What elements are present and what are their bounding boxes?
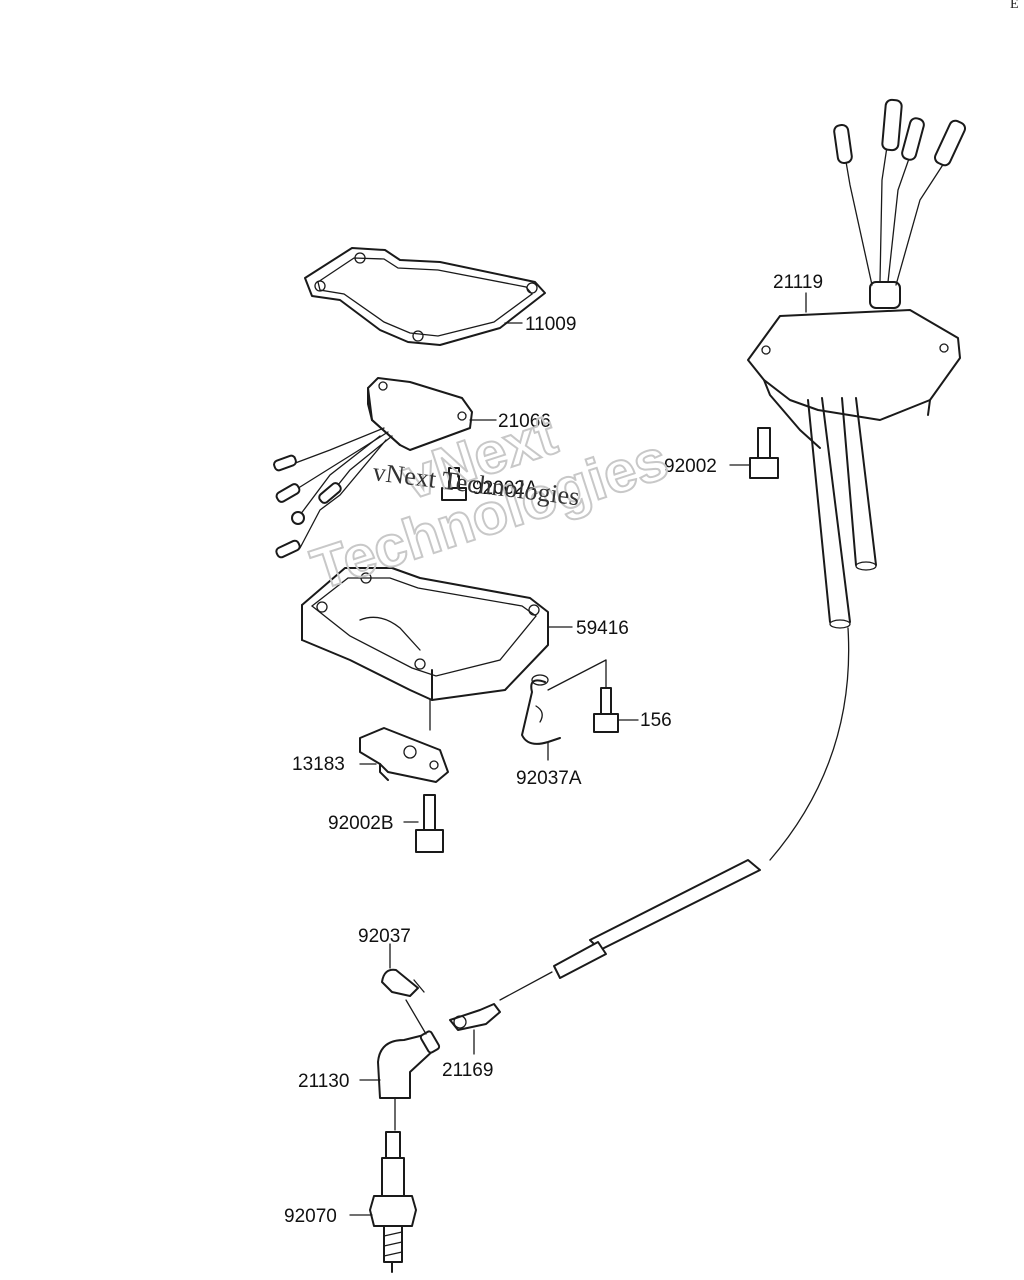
callout-11009: 11009 xyxy=(525,314,576,335)
callout-59416: 59416 xyxy=(576,618,629,639)
part-21066-unit xyxy=(273,377,473,559)
leader-lines xyxy=(349,292,807,1216)
part-92070-spark-plug xyxy=(369,1131,417,1273)
callout-21066: 21066 xyxy=(498,411,551,432)
callout-92002A: 92002A xyxy=(472,478,538,499)
watermark: vNext Technologies vNext Technologies xyxy=(303,401,677,604)
part-92002B-bolt xyxy=(415,794,444,853)
callout-92037: 92037 xyxy=(358,926,411,947)
part-21119-ignition-coil xyxy=(499,98,966,1001)
part-21130-plug-cap xyxy=(377,1030,441,1099)
part-92037A-clamp xyxy=(521,674,561,745)
callout-21119: 21119 xyxy=(773,272,823,293)
part-13183-bracket xyxy=(359,727,449,783)
callout-156: 156 xyxy=(640,710,672,731)
part-156-bolt xyxy=(593,687,619,733)
part-92002-bolt xyxy=(749,427,779,479)
callout-92002: 92002 xyxy=(664,456,717,477)
part-11009-gasket xyxy=(304,247,546,346)
callout-92037A: 92037A xyxy=(516,768,582,789)
part-21169-clip xyxy=(449,1003,501,1031)
part-92002A-bolt xyxy=(441,467,467,501)
callout-21130: 21130 xyxy=(298,1071,349,1092)
callout-13183: 13183 xyxy=(292,754,345,775)
callout-21169: 21169 xyxy=(442,1060,493,1081)
corner-mark: E xyxy=(1010,0,1019,12)
part-59416-case xyxy=(301,567,549,701)
callout-92002B: 92002B xyxy=(328,813,394,834)
callout-92070: 92070 xyxy=(284,1206,337,1227)
part-92037-clip xyxy=(381,968,425,997)
